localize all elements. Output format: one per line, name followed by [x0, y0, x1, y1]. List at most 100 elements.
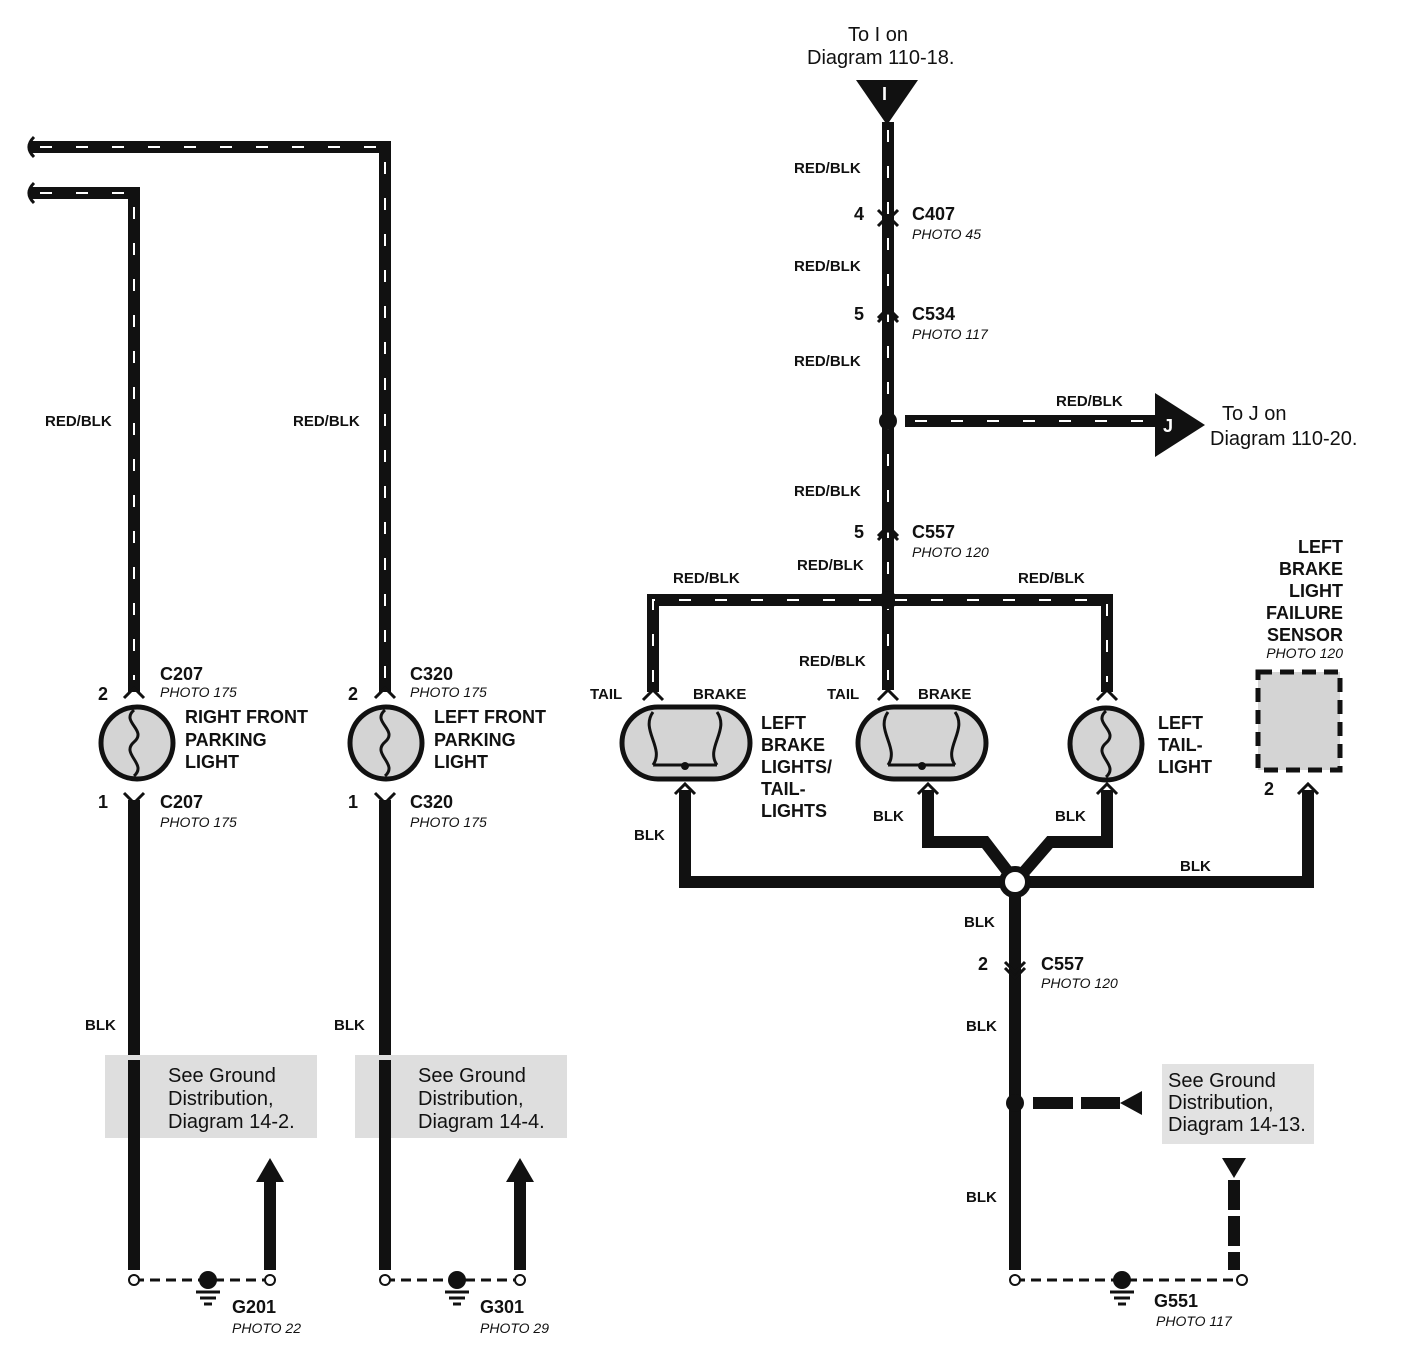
ground-note: See Ground — [168, 1065, 276, 1087]
left-front-parking-circuit: RED/BLK 2 C320 PHOTO 175 LEFT FRONT PARK… — [27, 135, 567, 1336]
component-label: LEFT FRONT — [434, 707, 546, 727]
wire-color-label: BLK — [873, 808, 904, 825]
sensor-icon — [1255, 669, 1343, 773]
connector-label: C320 — [410, 792, 453, 812]
arrow-up-icon — [256, 1158, 284, 1182]
connector-icon — [1296, 781, 1320, 796]
wire-color-label: RED/BLK — [794, 353, 861, 370]
connector-icon — [1095, 687, 1119, 702]
component-label: LEFT — [761, 713, 806, 733]
ground-label: G201 — [232, 1297, 276, 1317]
connector-label: C407 — [912, 204, 955, 224]
connector-pin: 2 — [98, 684, 108, 704]
connector-icon — [876, 305, 900, 324]
connector-pin: 2 — [978, 954, 988, 974]
blk-wire — [1019, 790, 1113, 876]
photo-ref: PHOTO 117 — [912, 326, 989, 342]
connector-label: C557 — [912, 522, 955, 542]
offpage-label: Diagram 110-20. — [1210, 428, 1357, 450]
component-label: PARKING — [185, 730, 267, 750]
photo-ref: PHOTO 175 — [410, 814, 487, 830]
offpage-letter: I — [882, 84, 887, 104]
connector-pin: 5 — [854, 522, 864, 542]
arrow-up-icon — [506, 1158, 534, 1182]
offpage-connector-icon — [1155, 393, 1205, 457]
bulb-icon — [98, 704, 176, 782]
blk-wire — [922, 790, 1013, 876]
terminal-label: TAIL — [827, 686, 859, 703]
blk-wire — [1030, 790, 1314, 888]
component-label: LIGHT — [1158, 757, 1212, 777]
ground-note: See Ground — [1168, 1070, 1276, 1092]
component-label: LIGHTS/ — [761, 757, 832, 777]
wire-color-label: BLK — [966, 1018, 997, 1035]
wire-color-label: RED/BLK — [797, 557, 864, 574]
blk-wire — [679, 790, 1000, 888]
ground-point — [448, 1271, 466, 1289]
offpage-label: Diagram 110-18. — [807, 47, 954, 69]
connector-icon — [876, 208, 900, 228]
ground-note: Diagram 14-2. — [168, 1111, 295, 1133]
photo-ref: PHOTO 175 — [160, 814, 237, 830]
ground-note: Diagram 14-4. — [418, 1111, 545, 1133]
wire-color-label: RED/BLK — [293, 413, 360, 430]
splice-point — [1006, 1094, 1024, 1112]
component-label: TAIL- — [1158, 735, 1203, 755]
wire-break-icon — [27, 135, 36, 159]
splice-point — [879, 412, 897, 430]
connector-label: C557 — [1041, 954, 1084, 974]
connector-icon — [641, 687, 665, 702]
ground-note-box — [105, 1055, 317, 1138]
connector-icon — [1095, 781, 1119, 796]
ground-label: G301 — [480, 1297, 524, 1317]
wire-color-label: RED/BLK — [673, 570, 740, 587]
connector-icon — [373, 685, 397, 700]
component-label: BRAKE — [1279, 559, 1343, 579]
offpage-letter: J — [1163, 416, 1173, 436]
connector-pin: 5 — [854, 304, 864, 324]
connector-icon — [1003, 960, 1027, 981]
photo-ref: PHOTO 120 — [912, 544, 989, 560]
ground-point — [1113, 1271, 1131, 1289]
terminal-label: TAIL — [590, 686, 622, 703]
wire-color-label: BLK — [1180, 858, 1211, 875]
photo-ref: PHOTO 45 — [912, 226, 981, 242]
component-label: LEFT — [1298, 537, 1343, 557]
connector-label: C534 — [912, 304, 955, 324]
connector-icon — [876, 523, 900, 542]
component-label: LIGHT — [434, 752, 488, 772]
component-label: LIGHTS — [761, 801, 827, 821]
photo-ref: PHOTO 29 — [480, 1320, 549, 1336]
ground-note: Distribution, — [418, 1088, 524, 1110]
wire-color-label: RED/BLK — [794, 258, 861, 275]
ground-note: See Ground — [418, 1065, 526, 1087]
wire-color-label: RED/BLK — [45, 413, 112, 430]
component-label: RIGHT FRONT — [185, 707, 308, 727]
connector-pin: 4 — [854, 204, 864, 224]
photo-ref: PHOTO 22 — [232, 1320, 301, 1336]
connector-pin: 2 — [1264, 779, 1274, 799]
connector-icon — [122, 685, 146, 700]
connector-pin: 1 — [348, 792, 358, 812]
ground-note-box — [1162, 1064, 1314, 1144]
wire-color-label: RED/BLK — [799, 653, 866, 670]
connector-label: C207 — [160, 664, 203, 684]
connector-icon — [916, 781, 940, 796]
wire-color-label: BLK — [966, 1189, 997, 1206]
connector-label: C207 — [160, 792, 203, 812]
arrow-left-icon — [1120, 1091, 1142, 1115]
ground-note: Diagram 14-13. — [1168, 1114, 1306, 1136]
right-front-parking-circuit: RED/BLK 2 C207 PHOTO 175 RIGHT FRONT PAR… — [27, 181, 317, 1336]
wire-color-label: BLK — [634, 827, 665, 844]
terminal-label: BRAKE — [918, 686, 971, 703]
offpage-connector-icon — [856, 80, 918, 125]
ground-label: G551 — [1154, 1291, 1198, 1311]
brake-tail-circuit: To I on Diagram 110-18. I RED/BLK 4 C407… — [590, 24, 1357, 1329]
component-label: PARKING — [434, 730, 516, 750]
photo-ref: PHOTO 117 — [1156, 1313, 1233, 1329]
wire-color-label: BLK — [85, 1017, 116, 1034]
connector-icon — [876, 687, 900, 702]
component-label: LIGHT — [1289, 581, 1343, 601]
photo-ref: PHOTO 175 — [410, 684, 487, 700]
